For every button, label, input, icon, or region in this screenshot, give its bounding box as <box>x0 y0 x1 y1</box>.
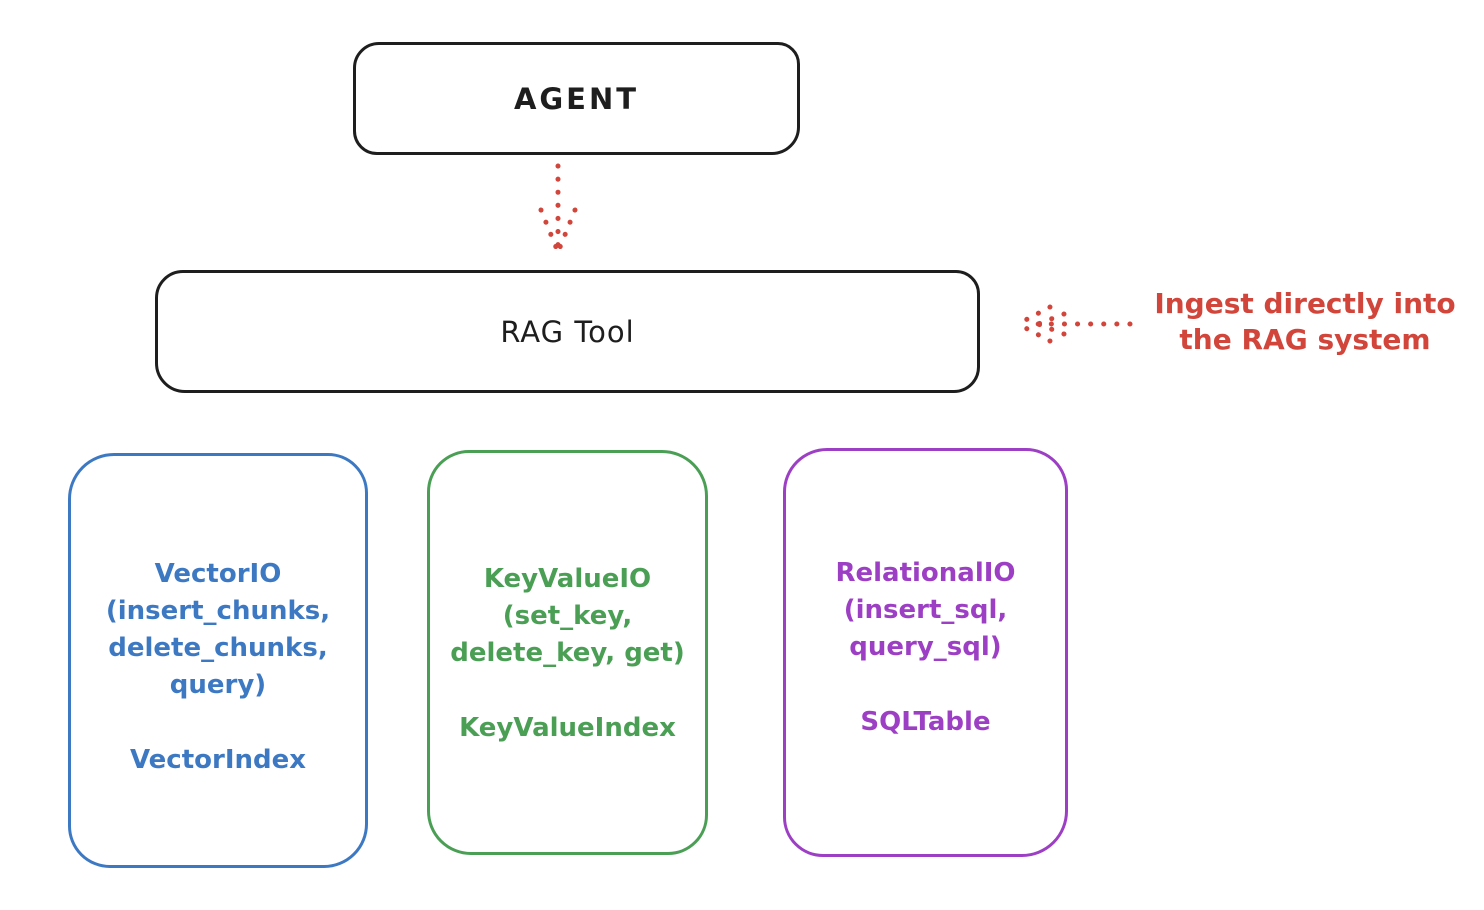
ingest-annotation-line1: Ingest directly into <box>1154 287 1456 320</box>
agent-to-rag-arrow-icon <box>538 163 578 255</box>
keyvalue-io-lines: KeyValueIO (set_key, delete_key, get) <box>450 561 685 672</box>
node-rag-tool-label: RAG Tool <box>500 314 635 349</box>
vector-io-method-line1: (insert_chunks, <box>105 596 331 626</box>
keyvalue-io-title: KeyValueIO <box>483 564 652 594</box>
sql-table-label: SQLTable <box>860 707 991 737</box>
keyvalue-io-method-line2: delete_key, get) <box>450 638 685 668</box>
ingest-annotation-line2: the RAG system <box>1179 323 1431 356</box>
ingest-left-arrow-icon <box>1015 304 1133 344</box>
keyvalue-index-label: KeyValueIndex <box>459 713 676 743</box>
vector-io-method-line2: delete_chunks, <box>108 633 328 663</box>
node-rag-tool: RAG Tool <box>155 270 980 393</box>
relational-io-title: RelationalIO <box>835 558 1016 588</box>
vector-io-lines: VectorIO (insert_chunks, delete_chunks, … <box>106 556 330 704</box>
ingest-annotation: Ingest directly into the RAG system <box>1140 286 1470 358</box>
node-keyvalue-io: KeyValueIO (set_key, delete_key, get) Ke… <box>427 450 708 855</box>
node-agent-label: AGENT <box>513 81 640 116</box>
relational-io-method-line2: query_sql) <box>849 632 1002 662</box>
node-relational-io: RelationalIO (insert_sql, query_sql) SQL… <box>783 448 1068 857</box>
relational-io-lines: RelationalIO (insert_sql, query_sql) <box>835 555 1015 666</box>
node-vector-io: VectorIO (insert_chunks, delete_chunks, … <box>68 453 368 868</box>
node-agent: AGENT <box>353 42 800 155</box>
vector-io-title: VectorIO <box>154 559 282 589</box>
vector-index-label: VectorIndex <box>129 745 307 775</box>
vector-io-method-line3: query) <box>169 670 267 700</box>
relational-io-method-line1: (insert_sql, <box>843 595 1008 625</box>
keyvalue-io-method-line1: (set_key, <box>502 601 633 631</box>
